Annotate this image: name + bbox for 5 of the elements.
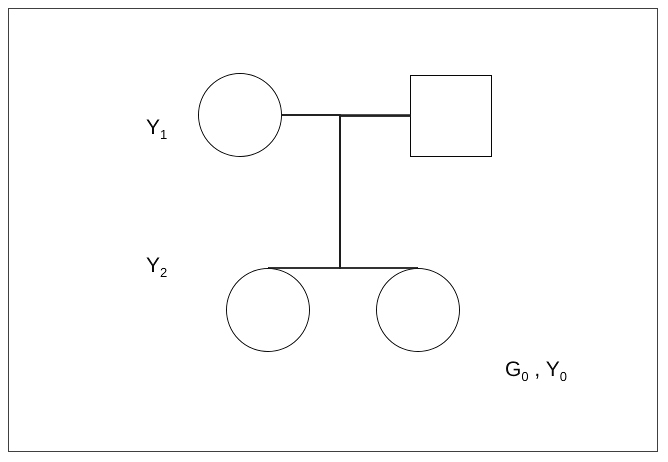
generation-label: G$_{0}$ , Y$_{0}$ (505, 358, 567, 384)
male-square (410, 75, 492, 157)
generation-label: Y$_{1}$ (146, 116, 168, 142)
generation-label: Y$_{2}$ (146, 254, 168, 280)
connector-line (339, 115, 419, 269)
